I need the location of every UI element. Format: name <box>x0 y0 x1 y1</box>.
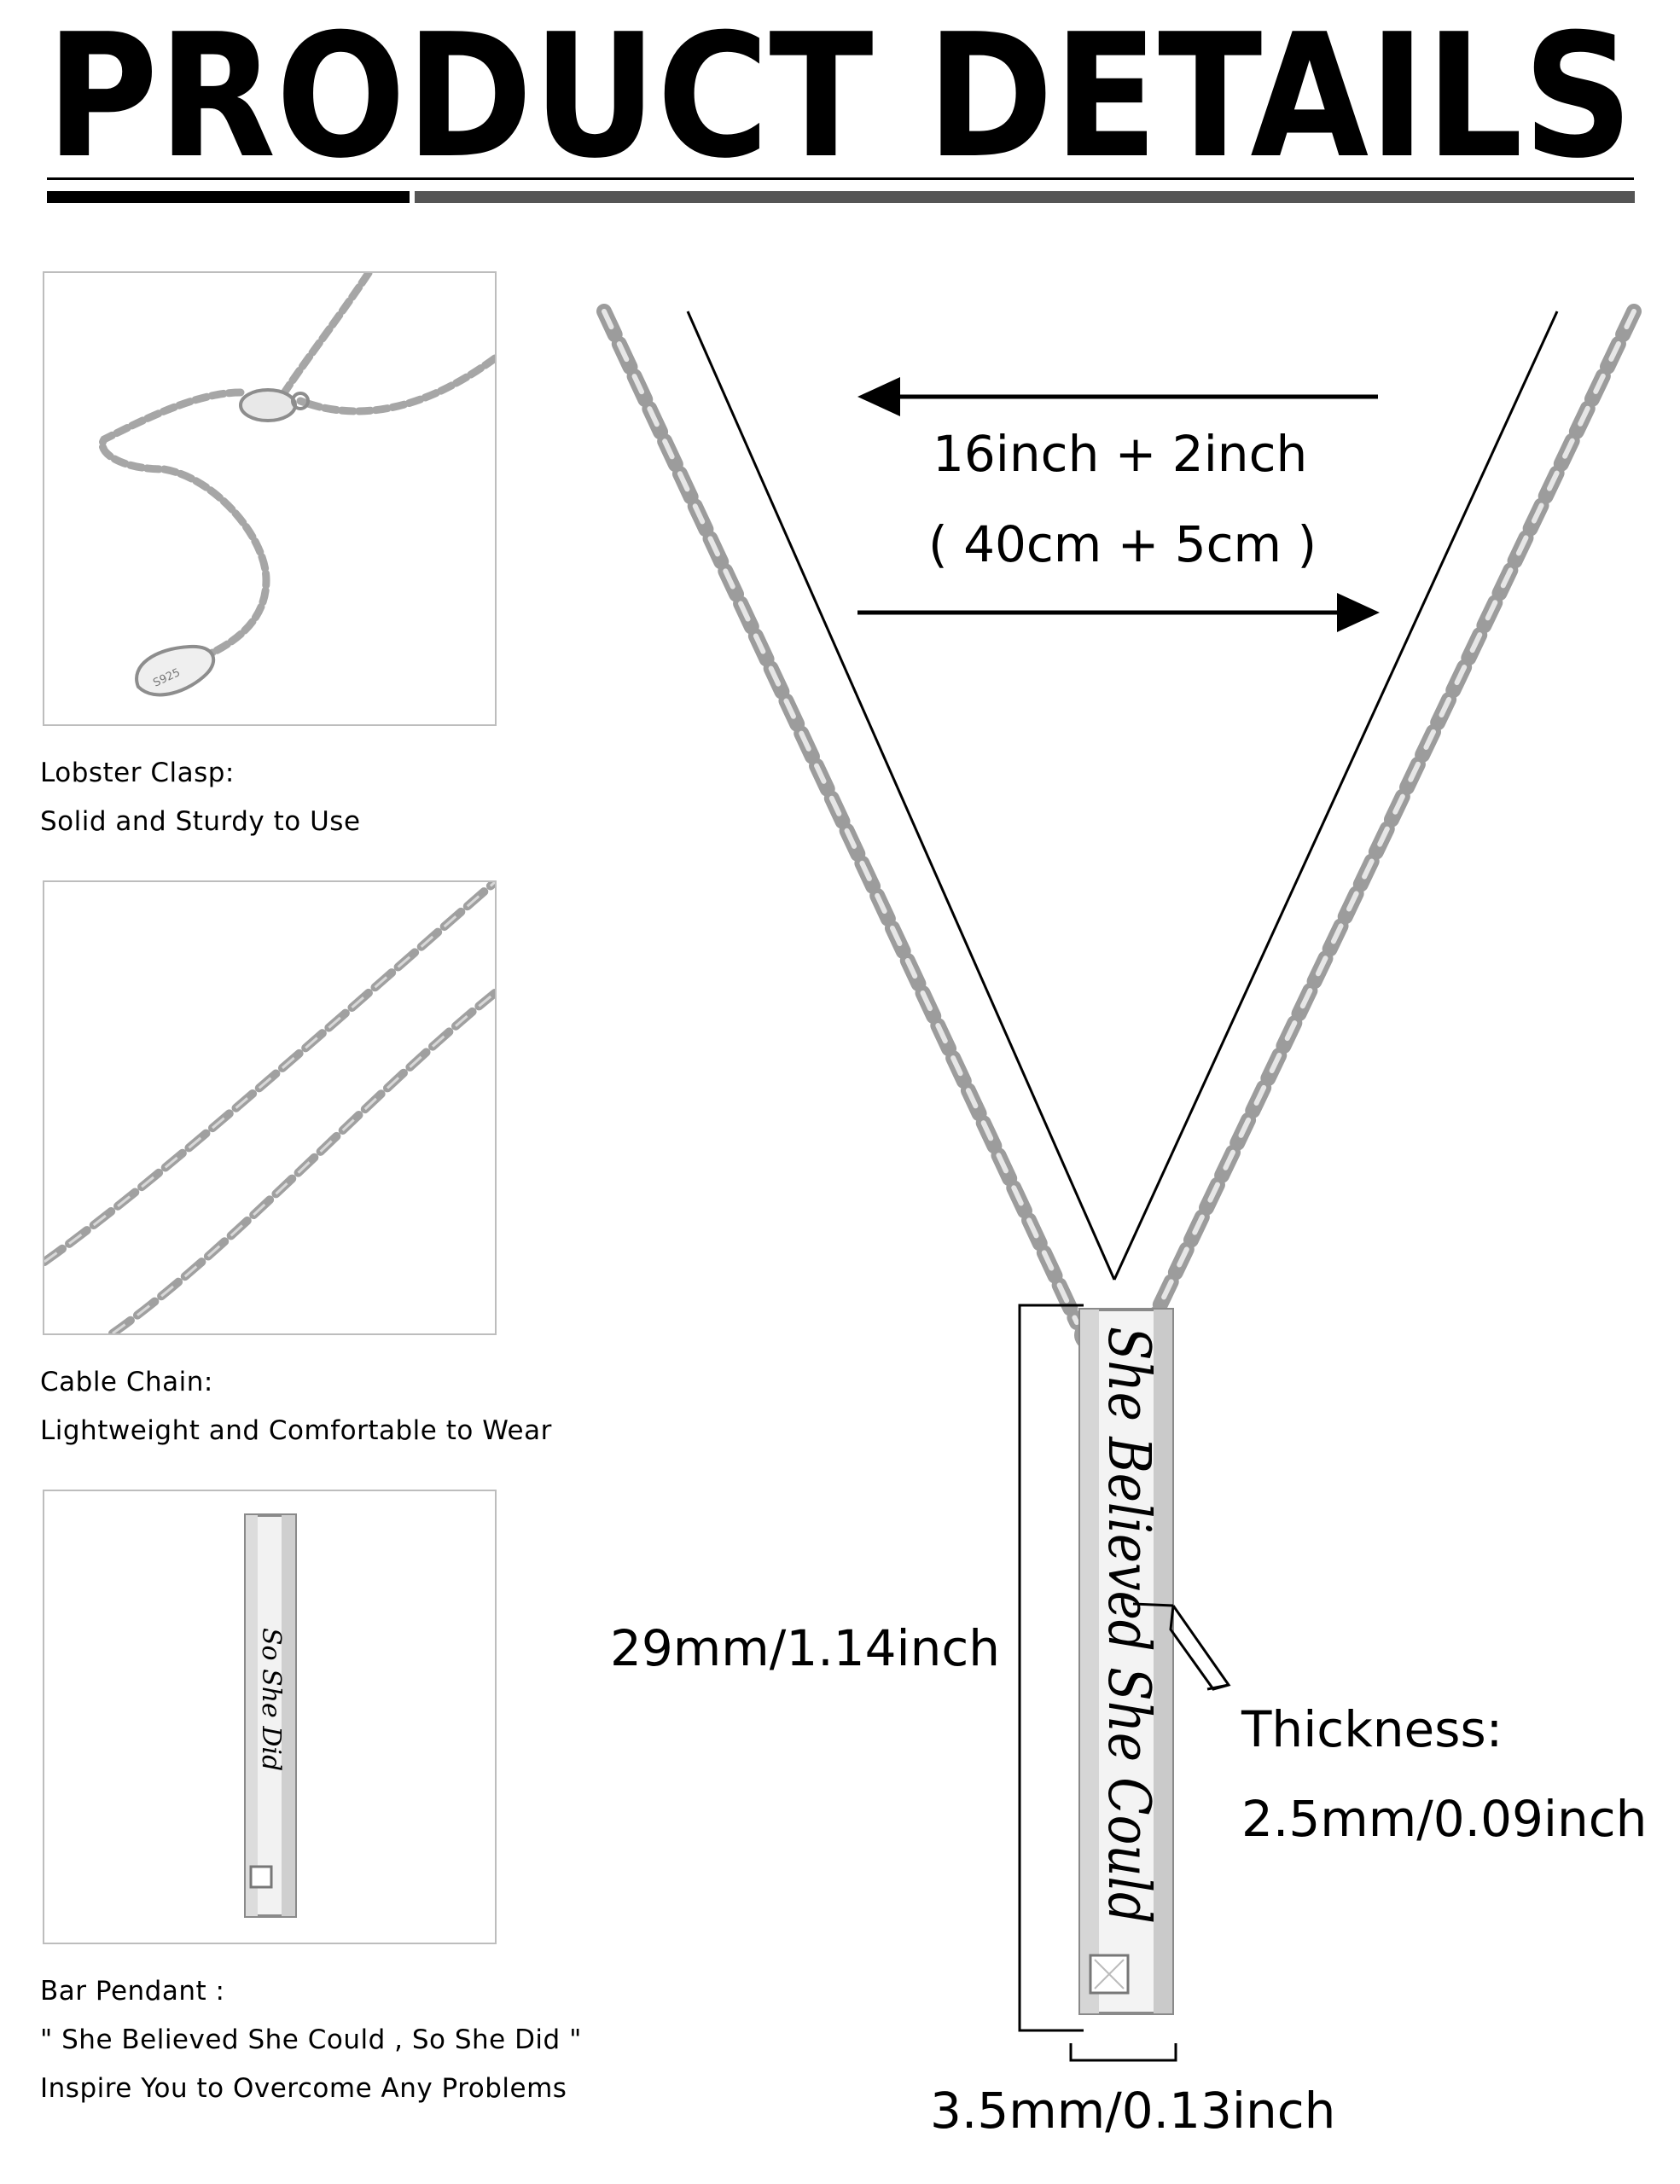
s925-tag-icon: S925 <box>135 644 216 697</box>
necklace-chain-icon <box>596 304 1642 1330</box>
length-inch-text: 16inch + 2inch <box>933 425 1307 483</box>
length-arrow-right-icon <box>857 593 1380 632</box>
cable-chain-desc: Lightweight and Comfortable to Wear <box>40 1415 552 1446</box>
thickness-value: 2.5mm/0.09inch <box>1241 1790 1647 1848</box>
header-divider-black <box>47 191 410 203</box>
pendant-engraving: She Believed She Could <box>1095 1327 1162 1924</box>
thickness-label: Thickness: <box>1241 1700 1503 1758</box>
height-text: 29mm/1.14inch <box>610 1619 1000 1677</box>
cable-chain-label: Cable Chain: <box>40 1367 213 1397</box>
bar-pendant-quote: " She Believed She Could , So She Did " <box>40 2024 582 2055</box>
lobster-clasp-chain-icon <box>98 273 495 670</box>
length-guide-lines <box>686 311 1559 1281</box>
bar-pendant-label: Bar Pendant : <box>40 1976 225 2007</box>
width-text: 3.5mm/0.13inch <box>930 2082 1335 2140</box>
header-divider-thin <box>47 177 1634 180</box>
width-bracket <box>1069 2043 1177 2062</box>
lobster-clasp-desc: Solid and Sturdy to Use <box>40 806 361 837</box>
page-title-text: PRODUCT DETAILS <box>46 0 1633 188</box>
lobster-clasp-icon <box>239 388 310 422</box>
cable-chain-thumbnail <box>43 880 497 1335</box>
length-arrow-left-icon <box>857 377 1378 416</box>
bar-pendant-icon <box>1078 1308 1174 2015</box>
height-bracket <box>1018 1304 1084 2032</box>
length-cm-text: ( 40cm + 5cm ) <box>928 515 1317 573</box>
thickness-pointer <box>1132 1602 1231 1691</box>
lobster-clasp-label: Lobster Clasp: <box>40 758 235 788</box>
lobster-clasp-thumbnail: S925 <box>43 271 497 726</box>
bar-pendant-tagline: Inspire You to Overcome Any Problems <box>40 2073 567 2104</box>
bar-pendant-thumbnail: So She Did <box>43 1490 497 1944</box>
page-title: PRODUCT DETAILS <box>46 0 1633 188</box>
bar-pendant-thumb-engraving: So She Did <box>256 1628 286 1771</box>
header-divider-gray <box>415 191 1635 203</box>
bar-pendant-icon <box>244 1513 297 1918</box>
